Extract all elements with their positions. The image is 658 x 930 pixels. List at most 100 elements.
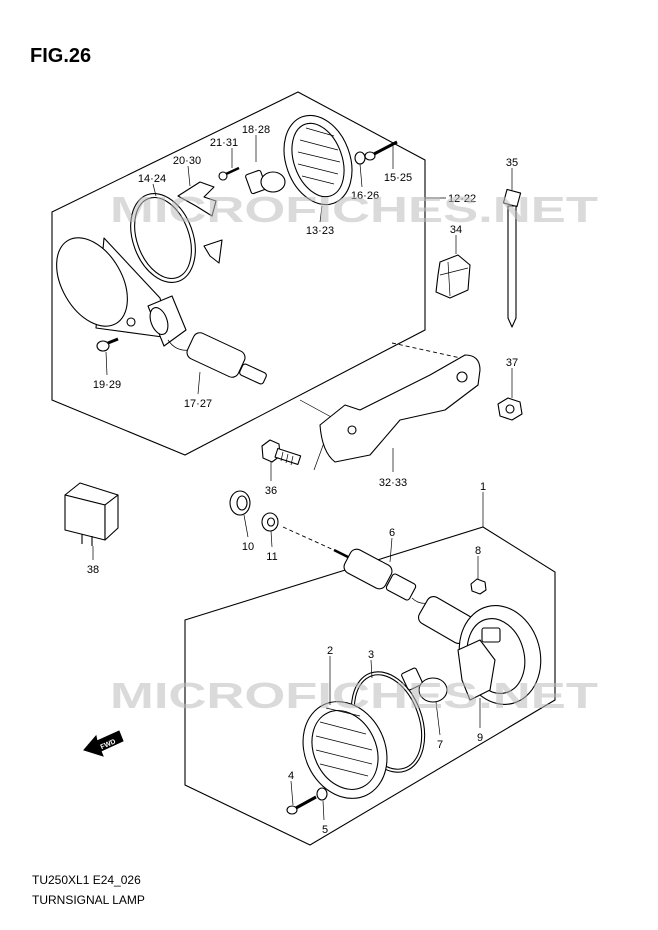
grommet-10 [229,490,251,516]
washer [316,787,328,801]
bolt-shank [274,447,302,466]
callout-19-29: 19·29 [93,379,121,391]
bolt-36 [261,439,302,466]
bracket-hole-inner [347,425,357,435]
stem-body [343,548,393,590]
screw-head [286,805,298,815]
bulb-base [401,667,423,691]
screw-shank [107,337,119,345]
sleeve-plug [239,363,267,385]
leader-16-26 [359,163,363,188]
callout-16-26: 16·26 [351,190,379,202]
lens-outer [283,114,353,206]
diagram-code: TU250XL1 E24_026 [32,873,141,887]
callout-11: 11 [266,551,277,563]
screw-15-25 [364,140,398,161]
leader-6 [389,537,393,563]
bulb-18-28 [245,169,286,195]
lens-hatching [315,707,373,777]
leader-4 [290,780,294,806]
bolt-thread [280,451,294,466]
screw-8 [470,578,487,595]
callout-2: 2 [327,645,333,657]
leader-3 [370,659,373,679]
housing-socket [481,627,501,643]
lens-hatching [297,127,341,185]
lens-2 [302,701,388,799]
housing-hole [126,317,136,327]
leader-19-29 [105,351,108,376]
callout-34: 34 [450,224,462,236]
washer-16-26 [354,151,366,165]
watermark-lower: MICROFICHES.NET [110,675,598,716]
callout-12-22: 12·22 [448,193,476,205]
callout-1: 1 [480,481,486,493]
washer-inner [266,517,276,527]
nut-hex [497,397,523,421]
gasket-ring-14-24 [130,193,196,283]
sleeve-body [186,332,246,378]
bracket-arm [319,354,481,463]
screw-shank [225,166,240,176]
stem-6 [333,548,433,604]
bracket-32-33 [319,354,481,463]
callout-4: 4 [288,770,294,782]
figure-title: FIG.26 [30,45,91,67]
upper-lamp-housing [56,237,187,347]
leader-20-30 [187,165,191,187]
screw-4 [286,795,317,815]
nut-bore [505,404,515,414]
washer-outer [261,512,279,532]
callout-leaders [92,135,513,821]
bulb-glass [418,677,448,703]
clamp-34 [435,254,471,299]
clamp-detail [439,261,469,297]
cable-tie-35 [502,188,522,328]
callout-21-31: 21·31 [210,137,238,149]
callout-13-23: 13·23 [306,225,334,237]
bracket-upper [177,181,217,217]
bracket-9 [457,639,496,701]
callout-20-30: 20·30 [173,155,201,167]
callout-6: 6 [389,527,395,539]
screw-head [218,171,228,181]
upper-assembly-frame [51,91,426,456]
assembly-dashed-line [391,342,471,361]
lens-inner [311,710,379,790]
ring-inner [134,196,192,280]
screw-shank [295,795,317,810]
callout-14-24: 14·24 [138,173,166,185]
wire-sleeve-17-27 [167,332,267,385]
bulb-7 [401,667,448,703]
callout-17-27: 17·27 [184,398,212,410]
tie-strap [507,205,517,328]
leader-14-24 [152,183,157,197]
leader-5 [322,800,325,821]
leader-13-23 [319,205,323,223]
ring-outer [130,193,196,283]
relay-pins [81,534,93,546]
callout-labels: 18·28 21·31 20·30 14·24 15·25 16·26 12·2… [87,124,518,836]
relay-38 [64,482,119,546]
callout-3: 3 [368,649,374,661]
bracket-hole-outer [456,371,468,383]
callout-8: 8 [475,545,481,557]
nut-37 [497,397,523,421]
diagram-name: TURNSIGNAL LAMP [32,893,145,907]
relay-side [104,494,119,541]
bulb-glass [260,171,286,193]
screw-hex [470,578,487,595]
leader-7 [435,701,441,736]
callout-18-28: 18·28 [242,124,270,136]
lens-inner [291,122,345,198]
forward-direction-arrow: FWD [83,730,124,757]
bracket-lower [203,239,223,264]
stem-bolt [333,548,351,560]
callout-9: 9 [477,732,483,744]
washer-5 [316,787,328,801]
watermark-upper: MICROFICHES.NET [110,189,598,230]
housing-stem-cap [149,307,169,335]
housing-rim [56,237,128,327]
leader-11 [270,530,273,548]
